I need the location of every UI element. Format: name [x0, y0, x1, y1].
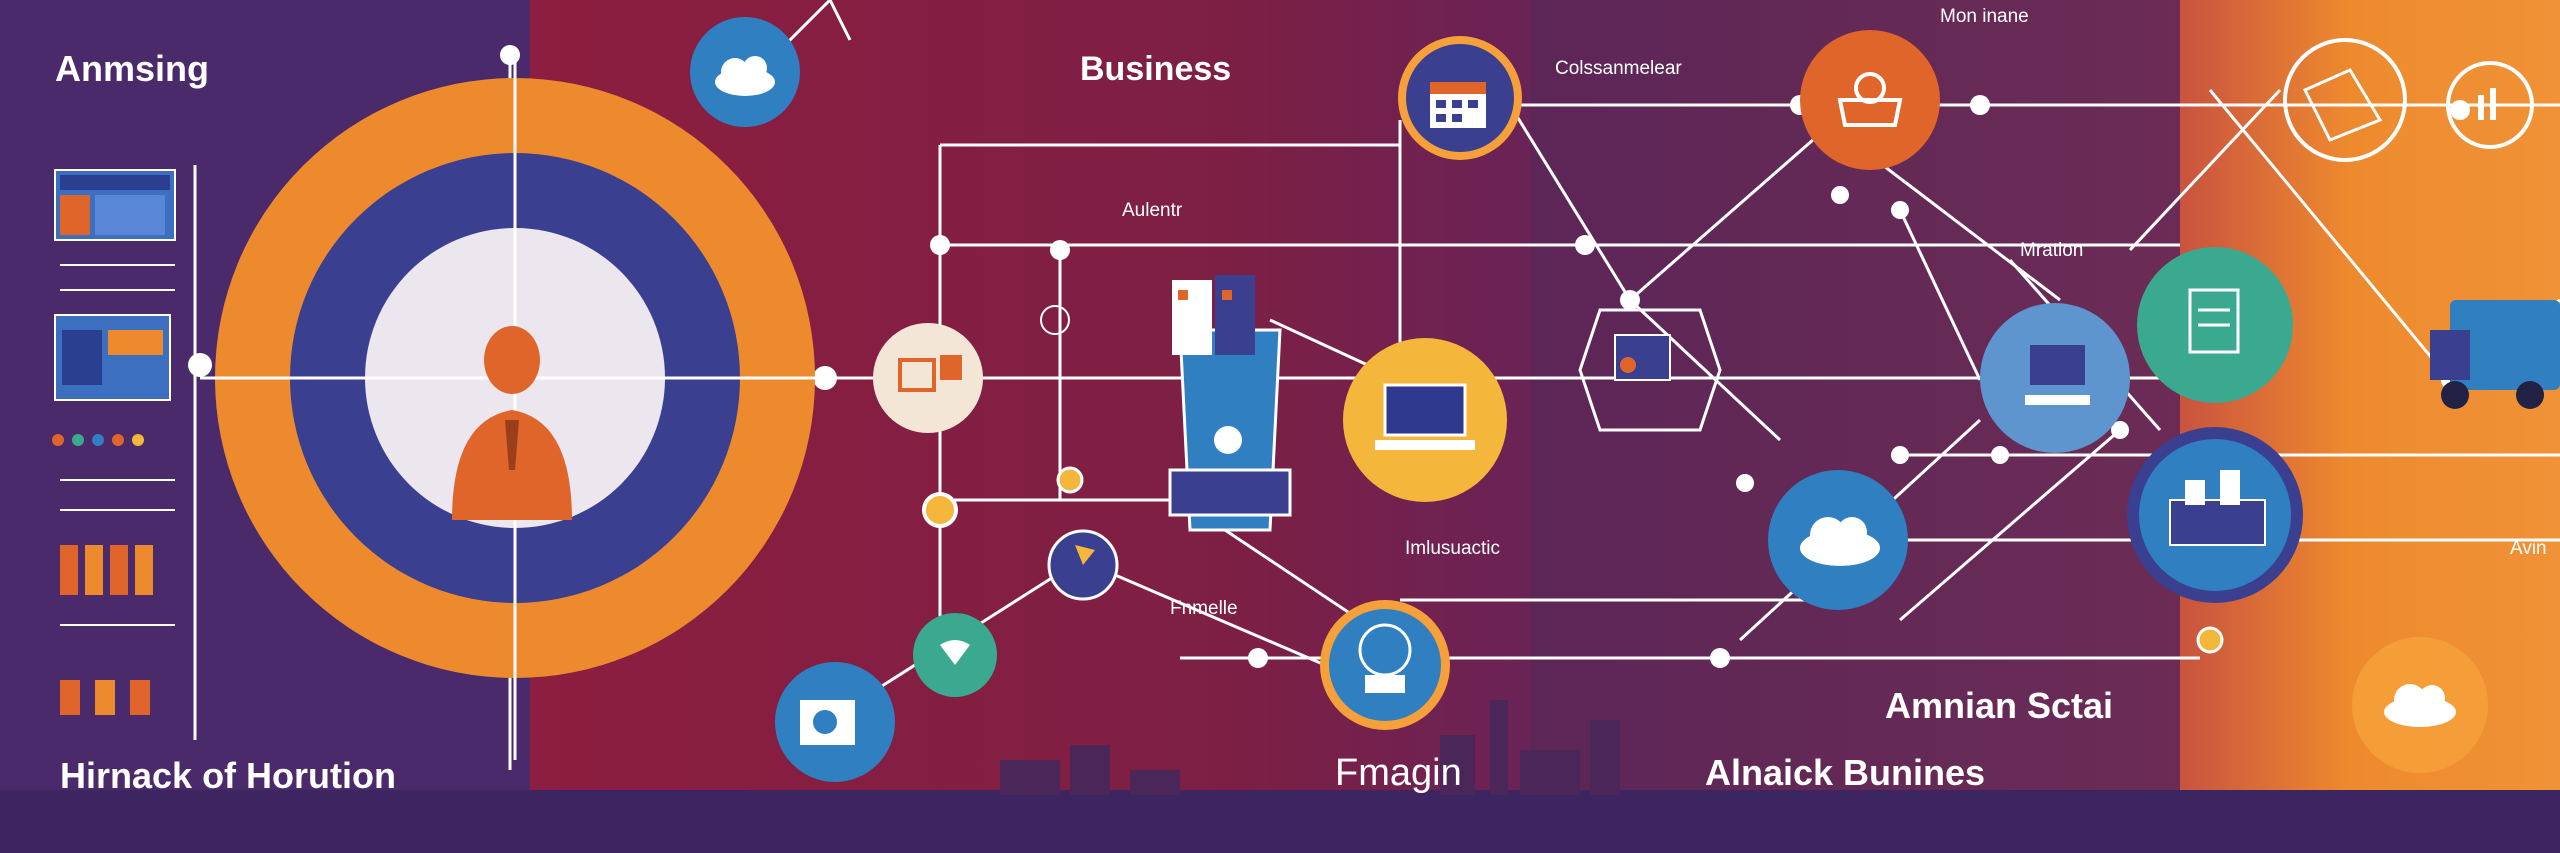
document-icon	[873, 323, 983, 433]
bottom-strip	[0, 790, 2560, 853]
label-alnaick-bunines: Alnaick Bunines	[1705, 752, 1986, 793]
label-fnmelle: Fnmelle	[1170, 598, 1238, 619]
puzzle-icon	[1040, 305, 1070, 335]
label-mon-inane: Mon inane	[1940, 6, 2029, 27]
computer-icon	[1980, 303, 2130, 453]
truck-icon	[2430, 300, 2560, 409]
cloud-icon	[690, 17, 800, 127]
office-building-icon	[1172, 275, 1255, 355]
camera-icon	[775, 662, 895, 782]
chart-bar-icon	[2446, 61, 2534, 149]
city-skyline	[1000, 700, 1620, 795]
label-fmagin: Fmagin	[1335, 752, 1462, 794]
sidebar-widgets	[52, 165, 212, 740]
city-icon	[2127, 427, 2303, 603]
globe-network-icon	[2283, 38, 2407, 162]
label-bottom-left: Hirnack of Horution	[60, 755, 397, 796]
label-business: Business	[1080, 50, 1232, 88]
calendar-icon	[1398, 36, 1522, 160]
accent-dots	[922, 466, 2224, 654]
profile-rings	[200, 55, 825, 760]
shopping-cart-icon	[1800, 30, 1940, 170]
label-mration: Mration	[2020, 240, 2084, 261]
globe-icon	[1320, 600, 1450, 730]
label-imlusuactic: Imlusuactic	[1405, 538, 1501, 559]
label-right-edge: Avin	[2510, 538, 2547, 559]
document-stack-icon	[2137, 247, 2293, 403]
server-icon	[1168, 328, 1292, 532]
hexagon-computer-icon	[1578, 308, 1722, 432]
heart-shield-icon	[913, 613, 997, 697]
label-top-left: Anmsing	[55, 48, 210, 89]
label-amnian-sctai: Amnian Sctai	[1885, 685, 2114, 726]
cloud-upload-icon	[1768, 470, 1908, 610]
label-colsanmelear: Colssanmelear	[1555, 58, 1682, 79]
business-person-icon	[452, 326, 572, 520]
laptop-icon	[1343, 338, 1507, 502]
label-aulentr: Aulentr	[1122, 200, 1183, 221]
clock-icon	[1047, 529, 1119, 601]
cloud-icon-bottom-right	[2352, 637, 2488, 773]
